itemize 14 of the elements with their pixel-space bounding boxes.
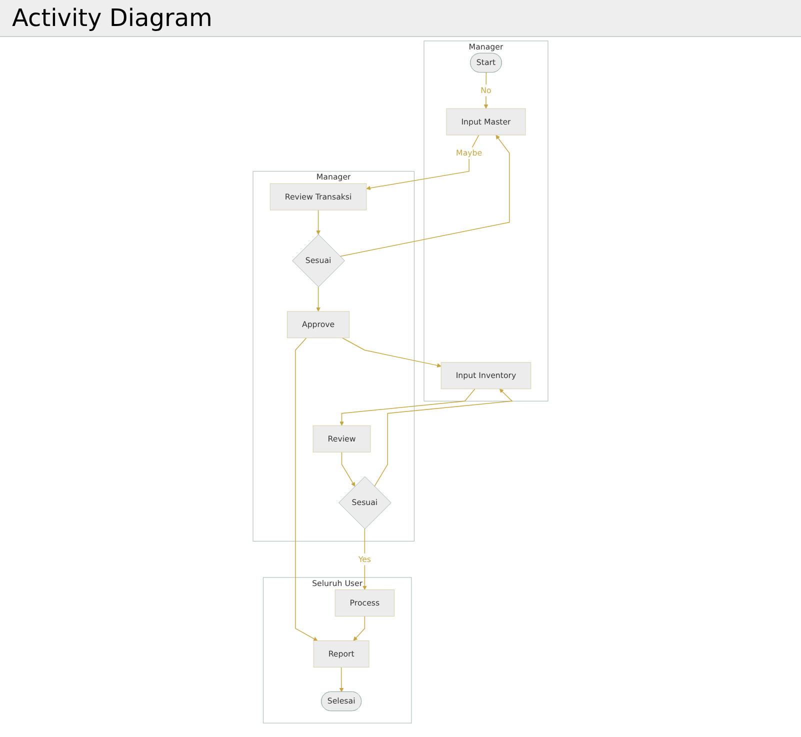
arrow — [341, 452, 356, 487]
arrow — [353, 616, 366, 641]
arrow — [316, 286, 320, 312]
arrow — [339, 666, 344, 692]
arrow — [362, 528, 367, 590]
diagram-title: Activity Diagram — [0, 0, 801, 37]
arrow — [342, 338, 442, 368]
arrow — [340, 134, 510, 257]
arrow — [340, 388, 476, 426]
arrow — [374, 388, 513, 487]
arrow — [295, 338, 318, 641]
arrow — [366, 134, 480, 190]
arrow — [484, 72, 488, 109]
arrow — [316, 210, 320, 235]
